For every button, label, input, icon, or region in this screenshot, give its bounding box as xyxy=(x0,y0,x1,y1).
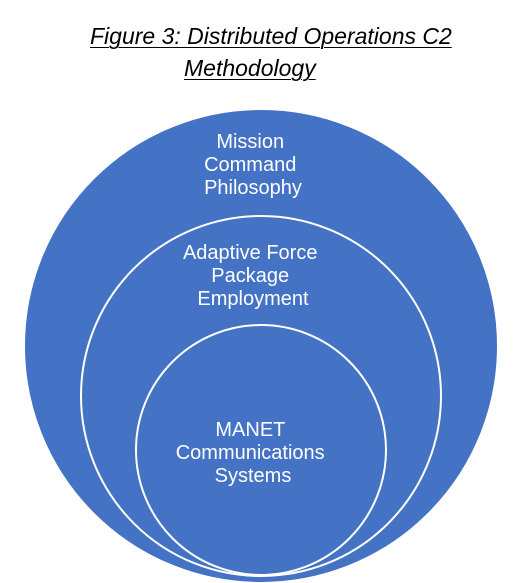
outer-label-line-3: Philosophy xyxy=(204,177,302,199)
inner-label-line-2: Communications xyxy=(176,442,325,464)
inner-label-line-3: Systems xyxy=(215,465,292,487)
inner-circle xyxy=(135,324,387,576)
outer-label-line-1: Mission xyxy=(216,131,284,153)
inner-label-line-1: MANET xyxy=(215,419,285,441)
middle-label-line-3: Employment xyxy=(197,288,309,310)
middle-label-line-1: Adaptive Force xyxy=(183,242,318,264)
figure-title-line-1: Figure 3: Distributed Operations C2 xyxy=(90,23,452,49)
middle-label-line-2: Package xyxy=(211,265,289,287)
outer-ring-label: Mission Command Philosophy xyxy=(204,131,302,199)
middle-ring-label: Adaptive Force Package Employment xyxy=(183,242,323,310)
figure-title-line-2: Methodology xyxy=(184,55,316,81)
inner-ring-label: MANET Communications Systems xyxy=(176,419,331,487)
outer-label-line-2: Command xyxy=(204,154,296,176)
